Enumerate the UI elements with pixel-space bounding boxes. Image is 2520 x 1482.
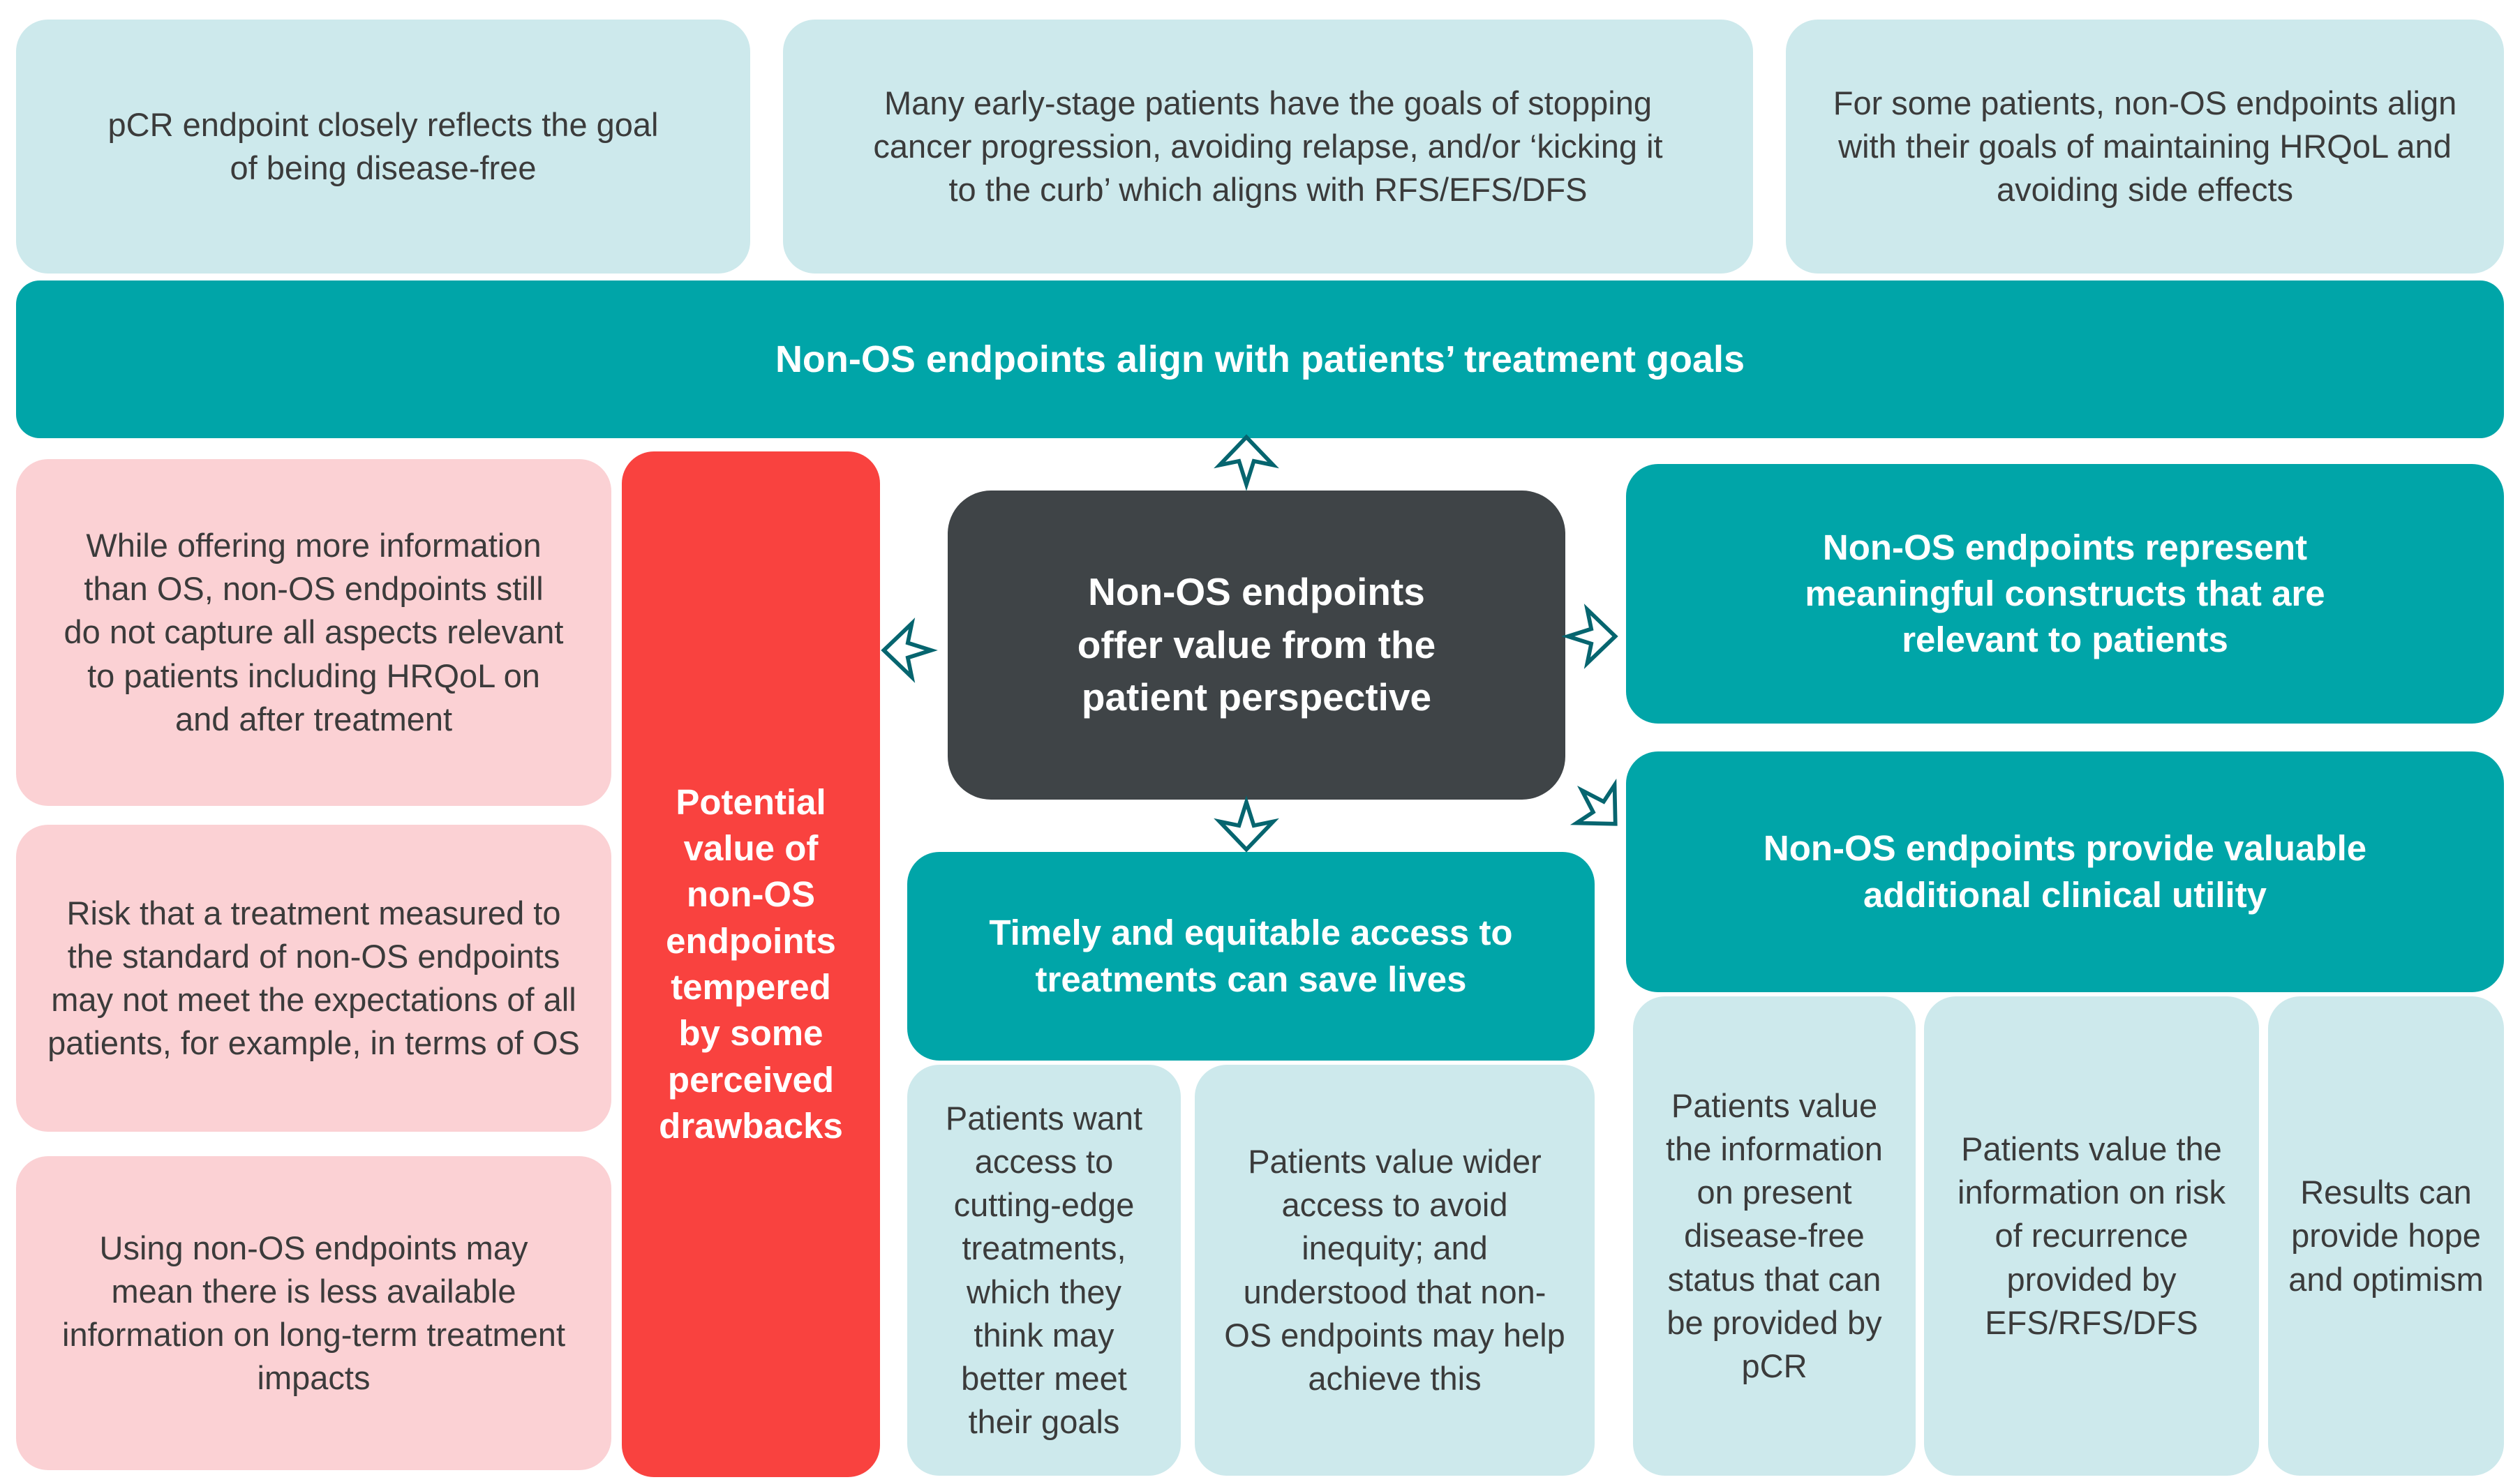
utility-item-pcr-text: Patients value the information on presen… <box>1666 1087 1883 1384</box>
arrow-left-icon <box>881 618 938 683</box>
banner-text: Non-OS endpoints align with patients’ tr… <box>775 338 1745 380</box>
constructs-box: Non-OS endpoints represent meaningful co… <box>1626 464 2504 724</box>
constructs-box-text: Non-OS endpoints represent meaningful co… <box>1805 527 2325 660</box>
utility-item-recurrence: Patients value the information on risk o… <box>1924 996 2259 1476</box>
top-box-goals: Many early-stage patients have the goals… <box>783 20 1753 274</box>
utility-item-hope: Results can provide hope and optimism <box>2268 996 2504 1476</box>
drawback-box-1-text: While offering more information than OS,… <box>64 527 564 738</box>
access-item-1-text: Patients want access to cutting-edge tre… <box>945 1100 1143 1440</box>
top-box-pcr-text: pCR endpoint closely reflects the goal o… <box>107 105 659 186</box>
utility-item-recurrence-text: Patients value the information on risk o… <box>1958 1130 2225 1341</box>
top-box-goals-text: Many early-stage patients have the goals… <box>873 84 1663 209</box>
top-box-hrqol: For some patients, non-OS endpoints alig… <box>1786 20 2504 274</box>
top-box-pcr: pCR endpoint closely reflects the goal o… <box>16 20 750 274</box>
access-item-2-text: Patients value wider access to avoid ine… <box>1224 1143 1565 1397</box>
access-box: Timely and equitable access to treatment… <box>907 852 1595 1061</box>
clinical-utility-box: Non-OS endpoints provide valuable additi… <box>1626 751 2504 992</box>
drawback-box-2-text: Risk that a treatment measured to the st… <box>47 894 580 1062</box>
arrow-up-icon <box>1214 434 1279 491</box>
arrow-down-icon <box>1214 795 1279 853</box>
utility-item-hope-text: Results can provide hope and optimism <box>2288 1174 2484 1298</box>
drawback-box-3: Using non-OS endpoints may mean there is… <box>16 1156 611 1470</box>
arrow-diagonal-icon <box>1560 769 1637 846</box>
access-item-2: Patients value wider access to avoid ine… <box>1195 1065 1595 1476</box>
top-box-hrqol-text: For some patients, non-OS endpoints alig… <box>1833 84 2457 209</box>
access-item-1: Patients want access to cutting-edge tre… <box>907 1065 1181 1476</box>
drawback-box-1: While offering more information than OS,… <box>16 459 611 806</box>
center-box: Non-OS endpoints offer value from the pa… <box>948 491 1565 800</box>
drawback-box-3-text: Using non-OS endpoints may mean there is… <box>62 1229 565 1397</box>
clinical-utility-box-text: Non-OS endpoints provide valuable additi… <box>1763 828 2367 915</box>
arrow-right-icon <box>1561 604 1618 669</box>
drawbacks-summary-text: Potential value of non-OS endpoints temp… <box>659 781 843 1146</box>
drawbacks-summary-box: Potential value of non-OS endpoints temp… <box>622 451 880 1477</box>
access-box-text: Timely and equitable access to treatment… <box>989 913 1513 999</box>
drawback-box-2: Risk that a treatment measured to the st… <box>16 825 611 1132</box>
center-box-text: Non-OS endpoints offer value from the pa… <box>1077 569 1436 719</box>
utility-item-pcr: Patients value the information on presen… <box>1633 996 1916 1476</box>
banner-treatment-goals: Non-OS endpoints align with patients’ tr… <box>16 280 2504 438</box>
